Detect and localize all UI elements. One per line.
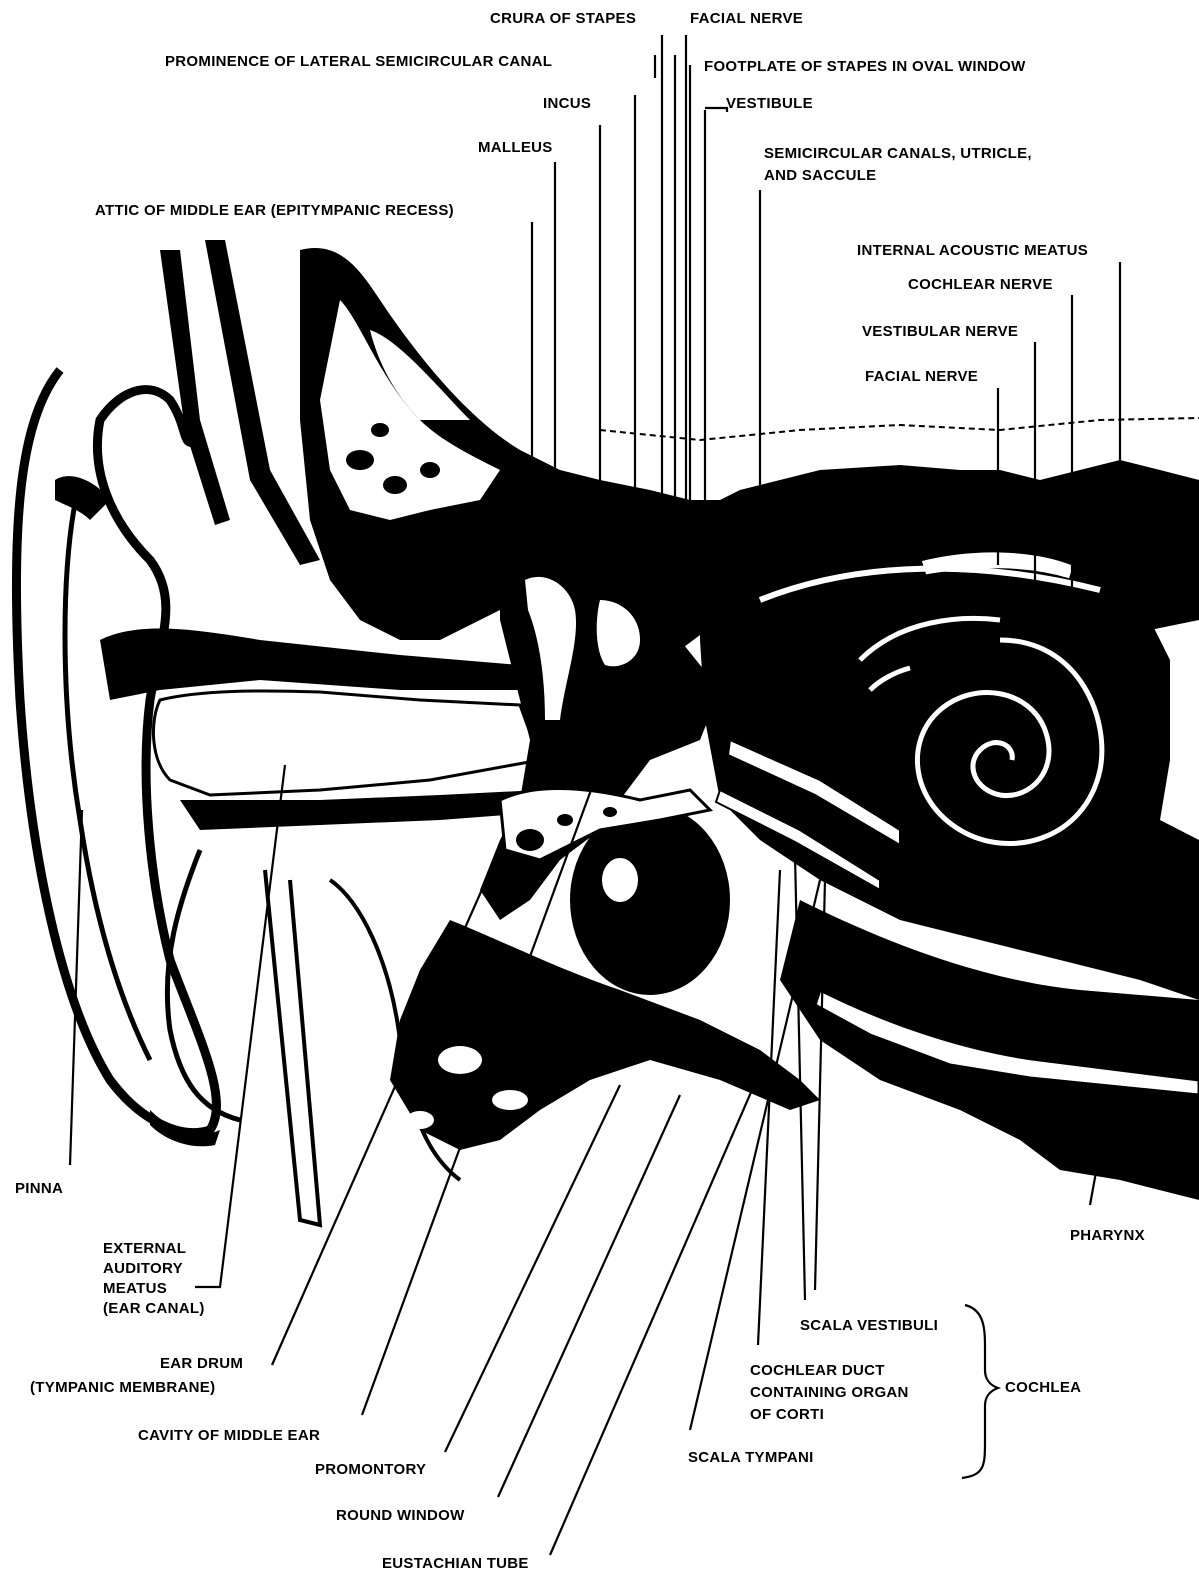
label-external-auditory-2: AUDITORY xyxy=(103,1260,183,1277)
label-malleus: MALLEUS xyxy=(478,139,553,156)
ear-canal-lower-wall xyxy=(180,790,545,830)
label-pharynx: PHARYNX xyxy=(1070,1227,1145,1244)
label-round-window: ROUND WINDOW xyxy=(336,1507,465,1524)
label-scala-tympani: SCALA TYMPANI xyxy=(688,1449,814,1466)
pinna-inner-fold xyxy=(65,480,150,1060)
label-semicircular-canals-1: SEMICIRCULAR CANALS, UTRICLE, xyxy=(764,145,1032,162)
leader-external-auditory-meatus xyxy=(195,765,285,1287)
label-cochlear-duct-2: CONTAINING ORGAN xyxy=(750,1384,909,1401)
leader-cochlear-duct xyxy=(758,870,780,1345)
label-cochlear-duct-1: COCHLEAR DUCT xyxy=(750,1362,885,1379)
label-external-auditory-3: MEATUS xyxy=(103,1280,167,1297)
anatomy-illustration xyxy=(16,240,1199,1225)
leader-vestibule-b xyxy=(705,108,727,112)
leader-eustachian-tube xyxy=(550,1060,765,1555)
bone-texture-light xyxy=(320,300,500,520)
label-eustachian-tube: EUSTACHIAN TUBE xyxy=(382,1555,529,1572)
label-promontory: PROMONTORY xyxy=(315,1461,426,1478)
styloid-process xyxy=(265,870,320,1225)
label-facial-nerve-right: FACIAL NERVE xyxy=(865,368,978,385)
label-crura-of-stapes: CRURA OF STAPES xyxy=(490,10,636,27)
ear-canal-upper-wall xyxy=(100,628,540,700)
label-semicircular-canals-2: AND SACCULE xyxy=(764,167,876,184)
label-pinna: PINNA xyxy=(15,1180,63,1197)
promontory-highlight xyxy=(602,858,638,902)
label-scala-vestibuli: SCALA VESTIBULI xyxy=(800,1317,938,1334)
label-attic-middle-ear: ATTIC OF MIDDLE EAR (EPITYMPANIC RECESS) xyxy=(95,202,454,219)
label-ear-drum-2: (TYMPANIC MEMBRANE) xyxy=(30,1379,215,1396)
label-internal-acoustic-meatus: INTERNAL ACOUSTIC MEATUS xyxy=(857,242,1088,259)
label-vestibule: VESTIBULE xyxy=(726,95,813,112)
label-facial-nerve-top: FACIAL NERVE xyxy=(690,10,803,27)
ear-canal-lumen xyxy=(153,691,540,795)
label-cochlear-nerve: COCHLEAR NERVE xyxy=(908,276,1053,293)
label-cochlea: COCHLEA xyxy=(1005,1379,1081,1396)
label-external-auditory-1: EXTERNAL xyxy=(103,1240,186,1257)
label-vestibular-nerve: VESTIBULAR NERVE xyxy=(862,323,1018,340)
label-incus: INCUS xyxy=(543,95,591,112)
label-prominence-lateral-canal: PROMINENCE OF LATERAL SEMICIRCULAR CANAL xyxy=(165,53,552,70)
leader-round-window xyxy=(498,1095,680,1497)
label-cavity-middle-ear: CAVITY OF MIDDLE EAR xyxy=(138,1427,320,1444)
cochlea-brace xyxy=(962,1305,998,1478)
label-footplate-of-stapes: FOOTPLATE OF STAPES IN OVAL WINDOW xyxy=(704,58,1026,75)
label-cochlear-duct-3: OF CORTI xyxy=(750,1406,824,1423)
label-ear-drum-1: EAR DRUM xyxy=(160,1355,243,1372)
label-external-auditory-4: (EAR CANAL) xyxy=(103,1300,205,1317)
